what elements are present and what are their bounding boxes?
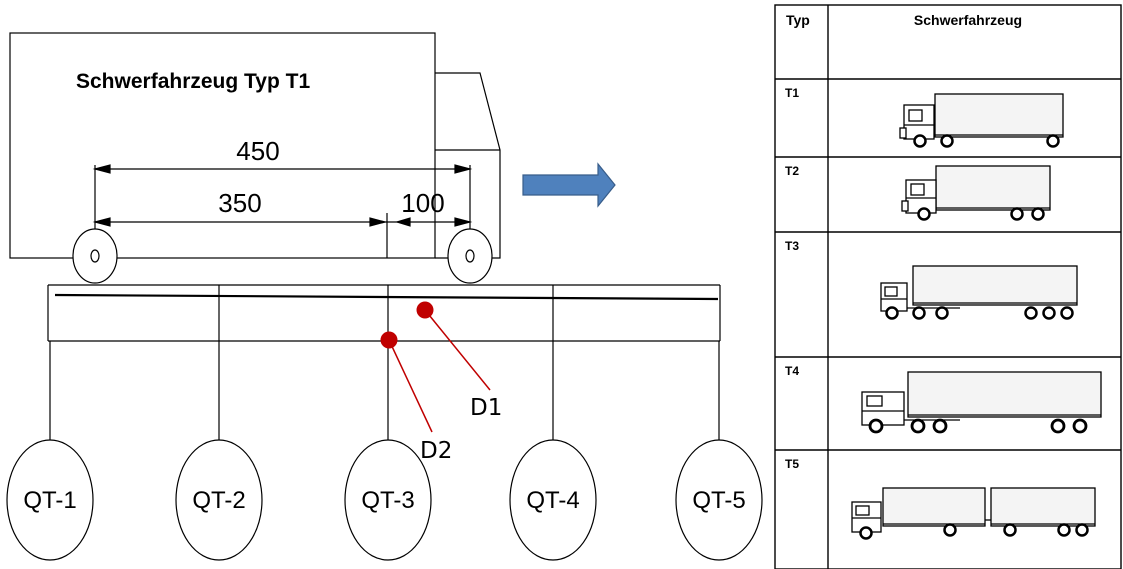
table-frame — [774, 4, 1122, 569]
dim-arrow-total-left — [92, 164, 111, 174]
deck-surface-line — [54, 293, 719, 301]
truck-icon-t2 — [901, 165, 1051, 221]
truck-icon-t5 — [851, 487, 1096, 540]
truck-title: Schwerfahrzeug Typ T1 — [76, 70, 310, 93]
truck-icon-t1 — [899, 93, 1064, 148]
sensor-d1-leader — [424, 309, 491, 391]
cross-beam-ellipse — [344, 439, 432, 561]
table-cell-type-t5: T5 — [785, 457, 799, 471]
dim-label-rear: 100 — [401, 188, 444, 218]
wheel-front-hub — [90, 249, 100, 263]
cross-beam-ellipse — [6, 439, 94, 561]
dim-arrow-total-right — [454, 164, 473, 174]
dim-arrow-front-left — [92, 217, 111, 227]
bridge-deck — [47, 284, 721, 342]
sensor-d2-label: D2 — [420, 438, 452, 464]
cross-beam-qt-4: QT-4 — [509, 341, 597, 561]
table-header-type: Typ — [786, 12, 810, 28]
sensors: D1 D2 — [380, 301, 502, 464]
sensor-d1-label: D1 — [470, 395, 502, 421]
cross-beam-qt-2: QT-2 — [175, 341, 263, 561]
cross-beam-label: QT-3 — [361, 487, 414, 514]
table-cell-type-t4: T4 — [785, 364, 799, 378]
dimension-lines — [92, 164, 473, 258]
table-cell-type-t2: T2 — [785, 164, 799, 178]
cross-beam-ellipse — [675, 439, 763, 561]
dim-label-front: 350 — [218, 188, 261, 218]
cross-beam-label: QT-2 — [192, 487, 245, 514]
dim-label-total: 450 — [236, 136, 279, 166]
truck-icon-t3 — [880, 265, 1078, 320]
sensor-d2-marker — [380, 331, 398, 349]
dim-arrow-front-right — [369, 217, 388, 227]
sensor-d1-marker — [416, 301, 434, 319]
sensor-d2-leader — [388, 339, 433, 433]
cross-beams: QT-1 QT-2 QT-3 QT-4 QT-5 — [6, 285, 763, 561]
table-cell-type-t1: T1 — [785, 86, 799, 100]
dim-arrow-rear-right — [454, 217, 473, 227]
cross-beam-qt-3: QT-3 — [344, 341, 432, 561]
vehicle-type-table — [774, 4, 1122, 569]
cross-beam-ellipse — [175, 439, 263, 561]
cross-beam-label: QT-1 — [23, 487, 76, 514]
table-header-vehicle: Schwerfahrzeug — [914, 12, 1022, 28]
right-arrow-icon — [522, 162, 616, 208]
wheel-rear-hub — [465, 249, 475, 263]
dim-arrow-rear-left — [394, 217, 411, 227]
cross-beam-qt-5: QT-5 — [675, 341, 763, 561]
truck-icon-t4 — [861, 371, 1102, 434]
truck-cargo-box — [9, 32, 436, 259]
table-cell-type-t3: T3 — [785, 239, 799, 253]
cross-beam-label: QT-4 — [526, 487, 579, 514]
truck-wheels — [72, 228, 493, 284]
cross-beam-qt-1: QT-1 — [6, 341, 94, 561]
cross-beam-ellipse — [509, 439, 597, 561]
cross-beam-label: QT-5 — [692, 487, 745, 514]
